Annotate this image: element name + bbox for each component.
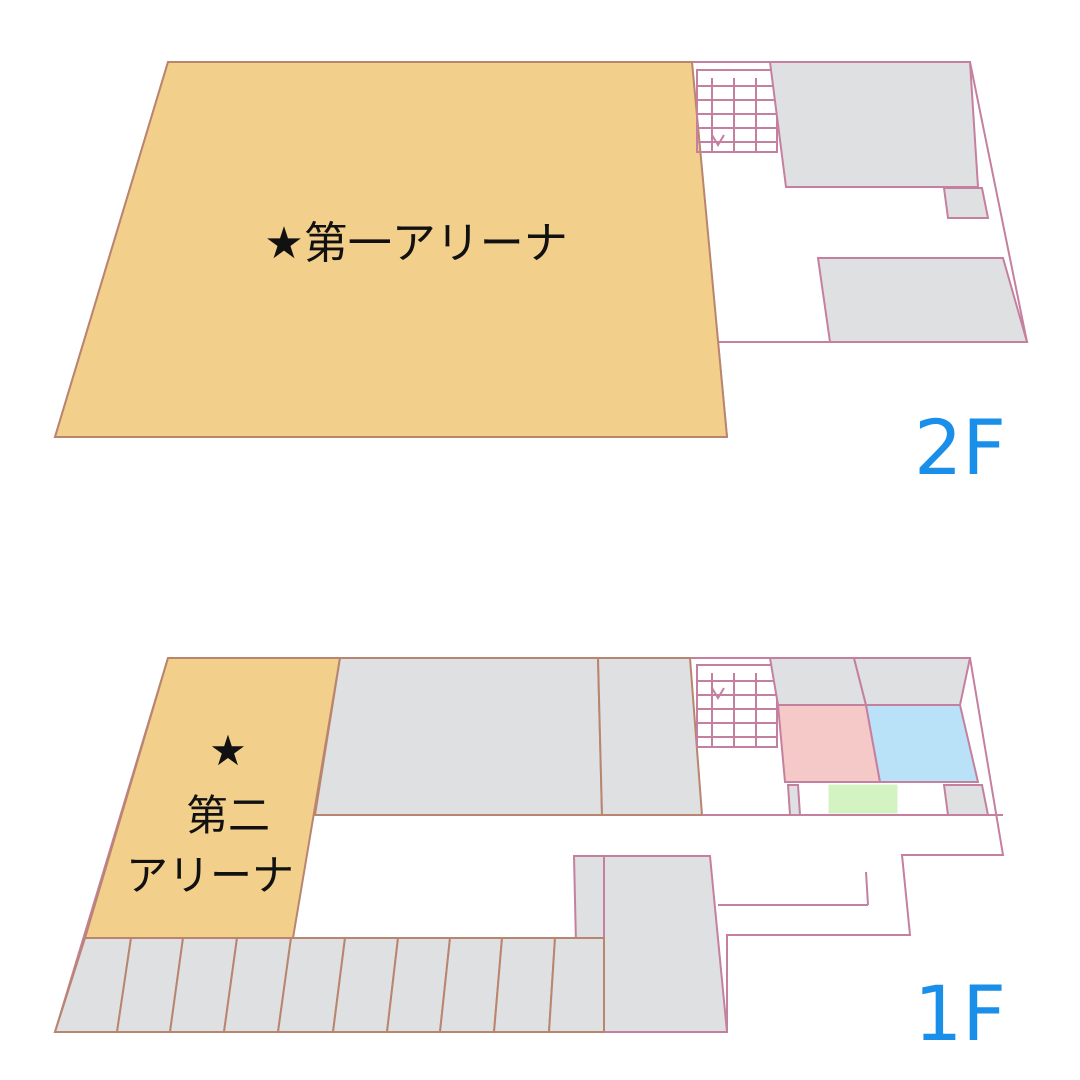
second-arena-label-line2: アリーナ: [126, 851, 294, 900]
second-arena-star: ★: [209, 726, 247, 775]
room-1f-top-a: [768, 657, 868, 706]
room-1f-large-a: [313, 657, 604, 816]
room-1f-slot-b: [942, 784, 990, 816]
corridor-lines-1f: [702, 814, 1003, 936]
staircase-1f: [696, 664, 778, 748]
floor-1f: ★ 第二 アリーナ 1F: [53, 657, 1006, 1058]
first-arena[interactable]: [53, 61, 729, 438]
room-2f-lower: [816, 257, 1029, 343]
bottom-room-10: [547, 937, 605, 1033]
floor-2f: ★第一アリーナ 2F: [53, 61, 1029, 492]
room-1f-top-b: [852, 657, 972, 706]
room-2f-upper: [768, 61, 980, 188]
floor-label-2f: 2F: [914, 403, 1006, 492]
room-1f-blue: [864, 704, 980, 783]
room-2f-small: [942, 187, 990, 219]
room-1f-green: [828, 784, 898, 814]
bottom-room-9: [492, 937, 557, 1033]
first-arena-label: ★第一アリーナ: [264, 218, 567, 269]
room-1f-pink: [776, 704, 882, 783]
floor-label-1f: 1F: [914, 969, 1006, 1058]
room-1f-large-b: [596, 657, 704, 816]
room-1f-slot-a: [786, 784, 802, 816]
bottom-rooms-1f: [53, 937, 605, 1033]
bottom-room-8: [438, 937, 504, 1033]
second-arena-label-line1: 第二: [186, 791, 270, 840]
room-1f-middle-b: [603, 855, 729, 1033]
